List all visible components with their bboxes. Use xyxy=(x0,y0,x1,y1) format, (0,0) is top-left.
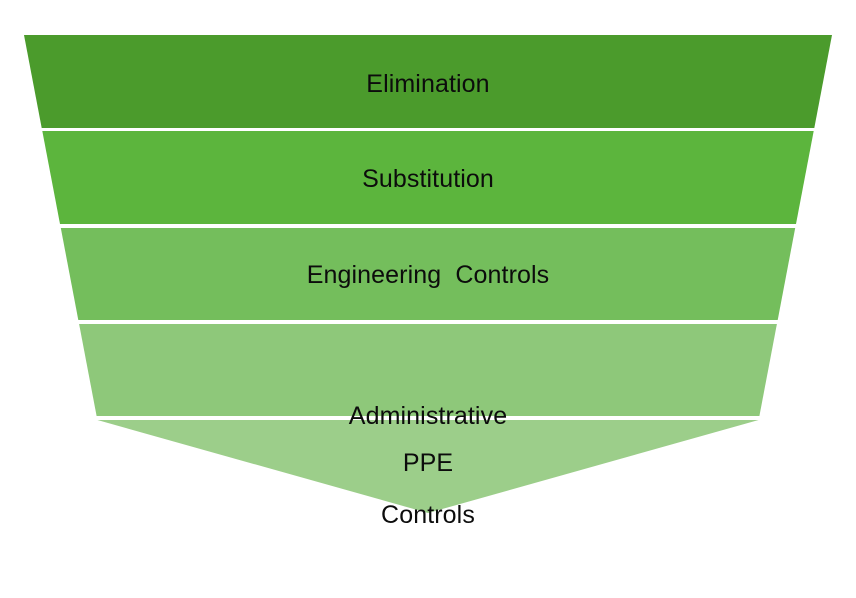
pyramid-level-elimination[interactable] xyxy=(24,35,832,128)
pyramid-level-engineering-controls[interactable] xyxy=(60,228,796,320)
pyramid-level-administrative-controls[interactable] xyxy=(79,324,777,416)
pyramid-level-substitution[interactable] xyxy=(42,131,814,224)
pyramid-level-ppe[interactable] xyxy=(97,420,759,513)
